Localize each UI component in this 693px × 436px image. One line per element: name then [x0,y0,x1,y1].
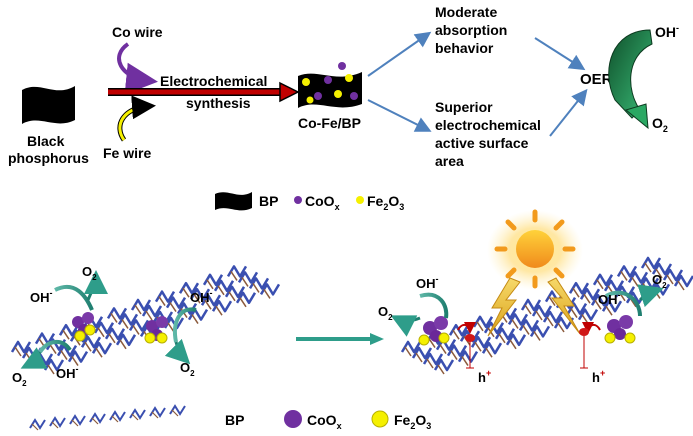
oer-curved-arrow [608,29,653,119]
branch-arrow-down [367,99,432,132]
oer-label: OER [580,71,613,88]
catalyst-cluster-left-1 [72,312,96,342]
catalyst-cluster-left-2 [144,316,168,344]
effect2-line3: active surface [435,135,529,151]
right-o2-label-2: O2 [652,272,667,290]
left-o2-label-top: O2 [82,264,97,282]
legend-bottom-coox-ball-icon [284,410,302,428]
legend-bottom-fe2o3-label: Fe2O3 [394,412,431,431]
light-bolt-right-icon [547,277,581,335]
oer-arrow-right-1 [419,292,449,319]
effect1-line2: absorption [435,22,507,38]
light-bolt-left-icon [487,277,521,337]
left-oh-label-1: OH- [30,288,53,305]
co-fe-bp-composite-icon [298,62,362,108]
left-o2-label-right: O2 [180,360,195,378]
right-oh-label-1: OH- [416,274,439,291]
legend-fe2o3-dot-icon [356,196,364,204]
right-oh-label-2: OH- [598,290,621,307]
legend-bp-label: BP [259,193,278,209]
charge-transfer-left [457,321,476,369]
effect2-line2: electrochemical [435,117,541,133]
black-phosphorus-label-line2: phosphorus [8,150,89,166]
effect1-line1: Moderate [435,4,497,20]
bp-sheet-left [10,265,281,375]
charge-transfer-right [579,321,601,369]
sun-icon [494,209,576,289]
oer-arrow-left-1 [54,284,94,311]
black-phosphorus-label-line1: Black [27,133,65,149]
legend-bottom-coox-label: CoOx [307,412,342,431]
effect1-line3: behavior [435,40,494,56]
merge-arrow-bottom [549,88,588,137]
co-wire-arrow [117,42,158,95]
fe-wire-label: Fe wire [103,145,151,161]
merge-arrow-top [534,37,586,71]
legend-fe2o3-label: Fe2O3 [367,193,404,212]
catalyst-cluster-right-1 [418,316,450,346]
oer-arrow-left-3 [173,307,197,343]
catalyst-cluster-right-2 [604,315,636,344]
black-phosphorus-flake-icon [22,86,75,124]
synthesis-label: synthesis [186,95,251,111]
branch-arrow-up [367,31,432,77]
effect2-line4: area [435,153,464,169]
legend-bottom-bp-label: BP [225,412,244,428]
legend-bp-sheet-icon [29,404,186,431]
left-oh-label-3: OH- [56,364,79,381]
legend-coox-dot-icon [294,196,302,204]
oer-reactant-label: OH- [655,23,679,40]
electrochemical-label: Electrochemical [160,73,267,89]
oer-product-label: O2 [652,115,668,134]
hole-label-right: h+ [592,368,605,385]
fe-wire-arrow [117,103,151,142]
legend-bottom-fe2o3-ball-icon [371,410,389,428]
legend-coox-label: CoOx [305,193,340,212]
left-o2-label-bottom: O2 [12,370,27,388]
effect2-line1: Superior [435,99,493,115]
oer-arrow-right-2 [605,290,642,317]
left-oh-label-2: OH- [190,288,213,305]
right-o2-label-1: O2 [378,304,393,322]
legend-bp-icon [215,192,252,211]
co-wire-label: Co wire [112,24,163,40]
co-fe-bp-label: Co-Fe/BP [298,115,361,131]
hole-label-left: h+ [478,368,491,385]
